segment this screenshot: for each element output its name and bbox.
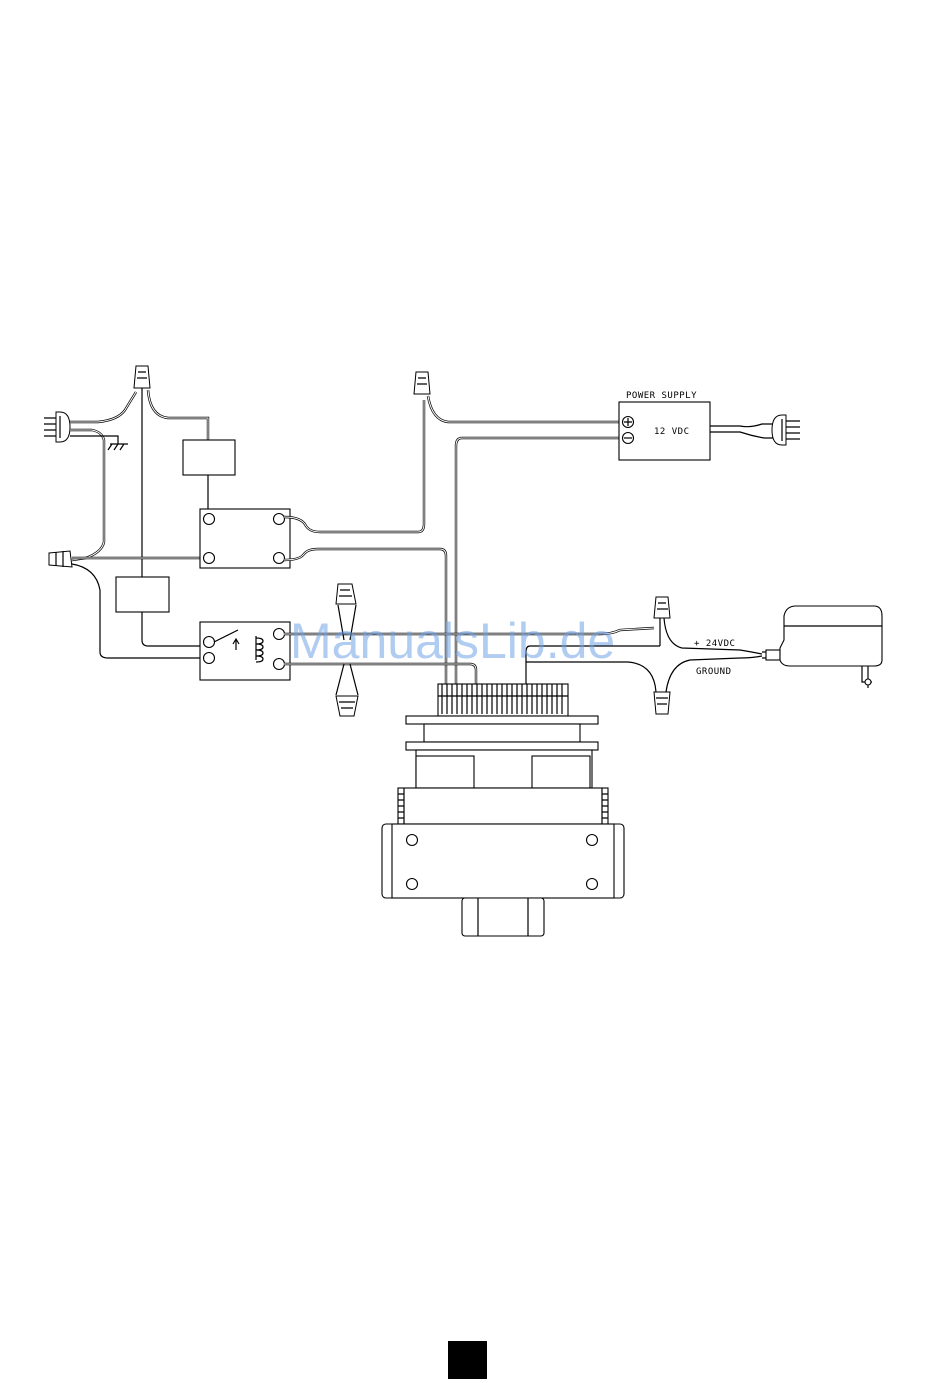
wire-nut-icon: [134, 366, 150, 388]
ground-symbol-icon: [70, 436, 128, 450]
wire-nut-icon: [336, 696, 358, 716]
ground-label: GROUND: [696, 667, 732, 677]
terminal-block-upper: [200, 509, 290, 568]
minus-terminal-icon: [623, 433, 634, 444]
right-power-plug-icon: [772, 415, 800, 445]
supply-voltage-label: 12 VDC: [654, 427, 690, 437]
wire-nut-icon: [414, 372, 430, 394]
power-supply-label: POWER SUPPLY: [626, 391, 697, 401]
wire-nut-icon: [654, 692, 670, 714]
component-box-a: [183, 440, 235, 475]
relay-block: [200, 622, 290, 680]
left-power-plug-icon: [44, 412, 70, 442]
plus-terminal-icon: [623, 417, 634, 428]
controller-valve-head: [382, 684, 624, 936]
wire-nut-icon: [336, 584, 356, 604]
plus-24vdc-label: + 24VDC: [694, 639, 735, 649]
wire-nut-icon: [654, 597, 670, 618]
page-number-tab: [448, 1341, 487, 1379]
wall-adapter-icon: [762, 606, 882, 688]
watermark-text: ManualsLib.de: [290, 613, 615, 669]
component-box-b: [116, 577, 169, 612]
wire-nut-icon: [49, 551, 72, 567]
